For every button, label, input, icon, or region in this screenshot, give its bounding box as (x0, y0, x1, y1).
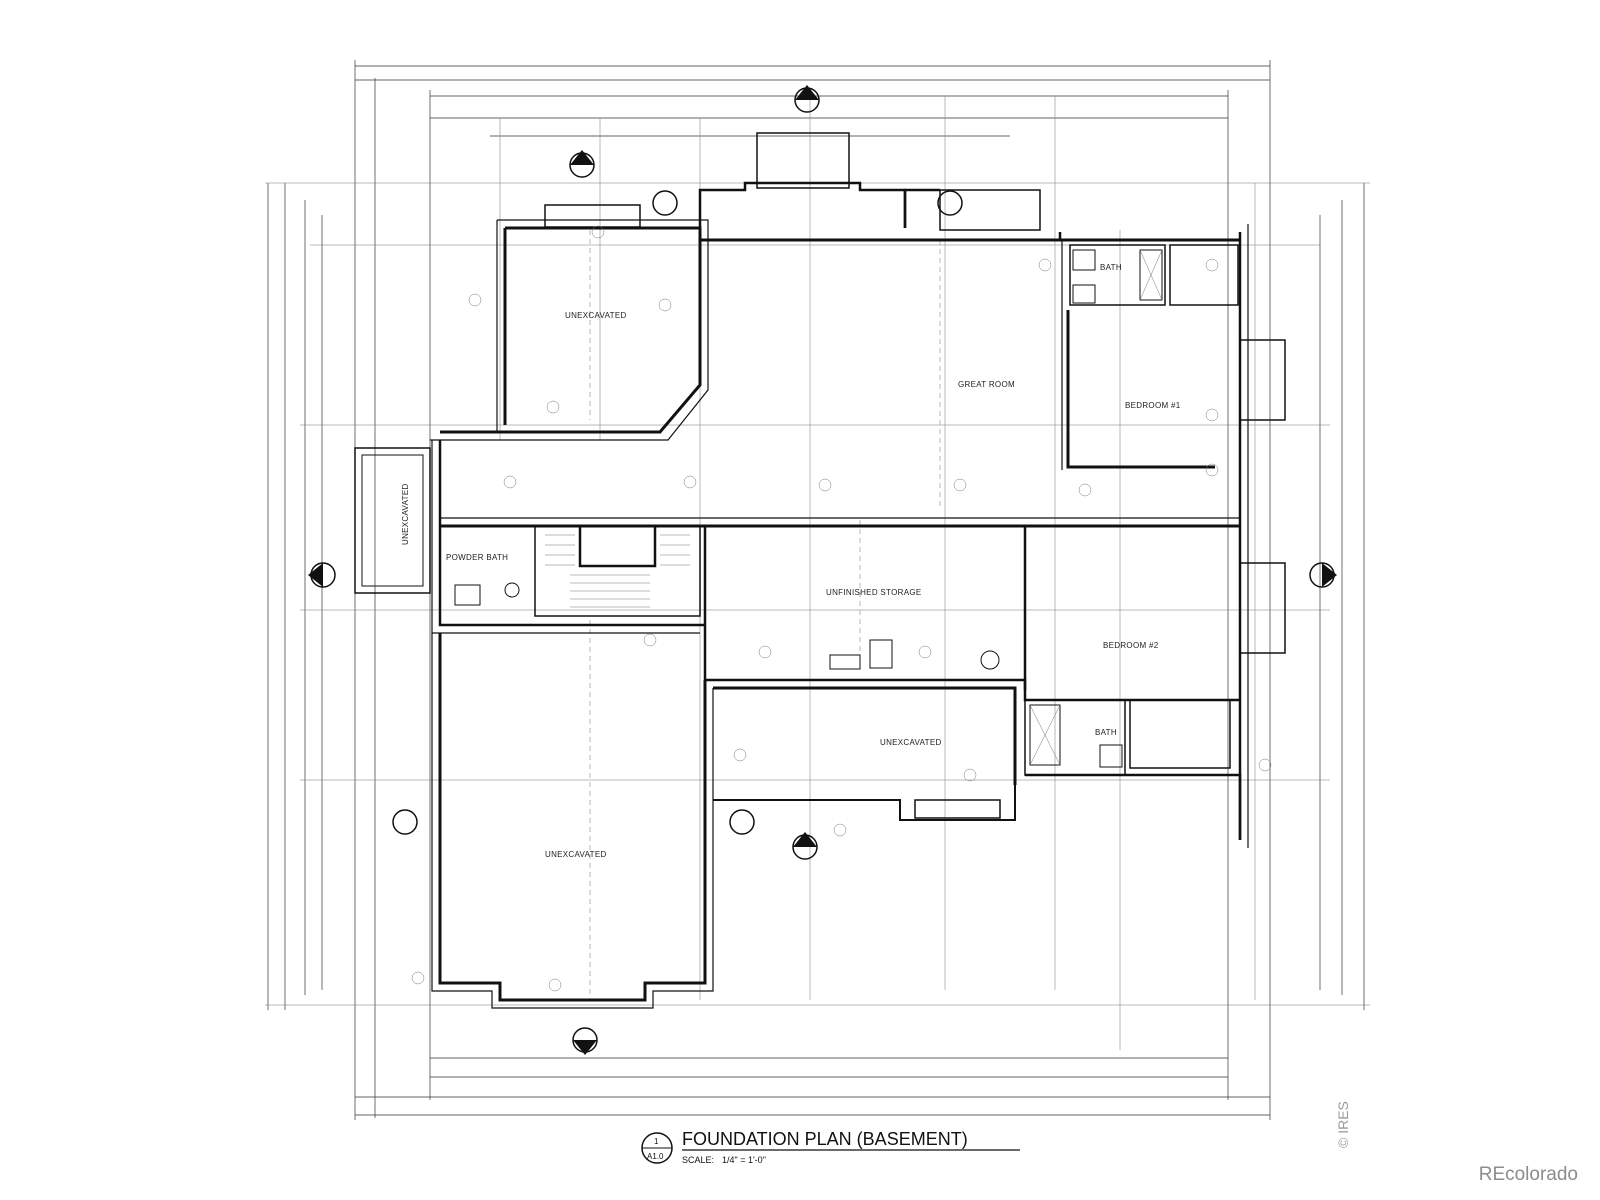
scale-value: 1/4" = 1'-0" (722, 1155, 766, 1165)
sheet-ref: A1.0 (647, 1152, 664, 1161)
room-label-unexcavated-mid: UNEXCAVATED (880, 738, 942, 747)
scale-label: SCALE: (682, 1155, 714, 1165)
fixtures (454, 249, 1163, 768)
title-block: 1 A1.0 FOUNDATION PLAN (BASEMENT) SCALE:… (641, 1129, 1020, 1165)
room-label-bath-bottom: BATH (1095, 728, 1117, 737)
room-label-unfinished-storage: UNFINISHED STORAGE (826, 588, 922, 597)
dimension-lines (265, 60, 1370, 1120)
room-label-bedroom-1: BEDROOM #1 (1125, 401, 1181, 410)
recolorado-watermark: REcolorado (1478, 1164, 1578, 1185)
section-markers (308, 85, 1337, 1055)
room-label-bedroom-2: BEDROOM #2 (1103, 641, 1159, 650)
room-label-unexcavated-west: UNEXCAVATED (401, 483, 410, 545)
room-label-powder-bath: POWDER BATH (446, 553, 508, 562)
room-label-great-room: GREAT ROOM (958, 380, 1015, 389)
foundation-walls (354, 132, 1286, 1009)
stair-treads (545, 534, 690, 608)
room-labels: UNEXCAVATED GREAT ROOM BEDROOM #1 BATH U… (401, 263, 1181, 859)
room-label-bath-top: BATH (1100, 263, 1122, 272)
room-label-unexcavated-sw: UNEXCAVATED (545, 850, 607, 859)
room-label-unexcavated-nw: UNEXCAVATED (565, 311, 627, 320)
grid-bubbles (411, 225, 1272, 992)
sheet-number: 1 (654, 1137, 659, 1146)
ires-watermark: © IRES (1335, 1101, 1351, 1148)
grid-lines (589, 230, 941, 1000)
drawing-title: FOUNDATION PLAN (BASEMENT) (682, 1129, 968, 1149)
